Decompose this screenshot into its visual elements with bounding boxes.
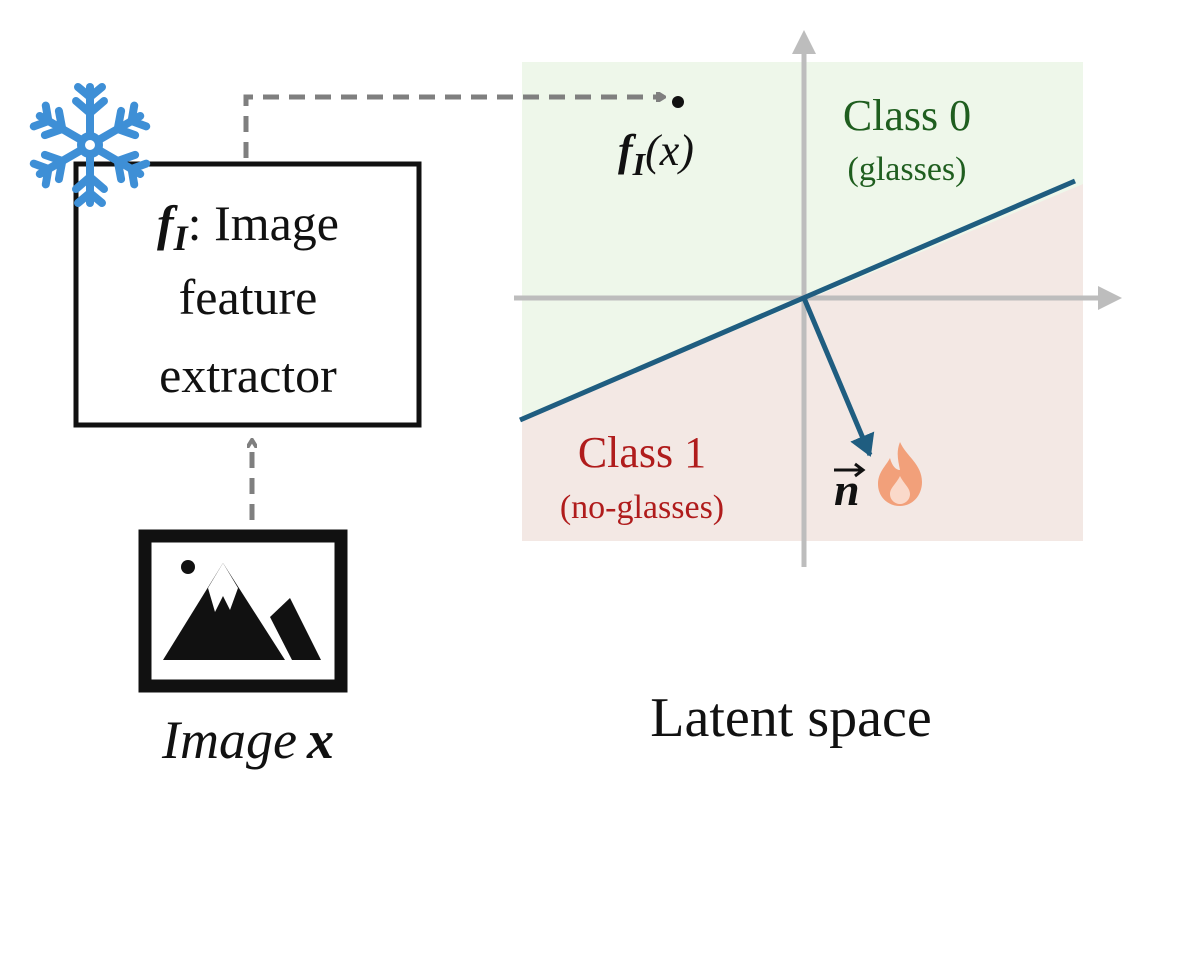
class0-subtitle: (glasses): [848, 151, 967, 188]
vector-overline-head: [854, 462, 866, 478]
image-caption-var: x: [306, 710, 334, 770]
y-axis-arrowhead: [792, 30, 816, 54]
feature-arg: (x): [645, 126, 694, 175]
extractor-sub: I: [173, 218, 190, 258]
decision-boundary: [519, 178, 1076, 423]
extractor-line1-rest: : Image: [188, 195, 339, 251]
flame-icon: [878, 442, 922, 506]
normal-vector-label: n: [834, 462, 866, 515]
x-axis-arrowhead: [1098, 286, 1122, 310]
snowflake-icon: [29, 83, 151, 207]
latent-space-caption: Latent space: [650, 687, 931, 749]
class0-title: Class 0: [843, 91, 971, 140]
image-caption-word: Image: [161, 710, 297, 770]
extractor-f: f: [157, 195, 178, 251]
extractor-line1: fI: Image: [157, 195, 339, 258]
image-icon-mountain-small: [270, 598, 321, 660]
image-icon-snowcap: [208, 563, 238, 612]
feature-f: f: [618, 126, 637, 175]
normal-vector-symbol: n: [834, 464, 860, 515]
feature-projection-arrow: [243, 97, 664, 158]
image-icon: [138, 529, 348, 693]
feature-extractor-box: [73, 161, 422, 428]
feature-point-label: fI(x): [618, 126, 694, 182]
extractor-line2: feature: [179, 269, 318, 325]
class1-title: Class 1: [578, 428, 706, 477]
class1-subtitle: (no-glasses): [560, 489, 724, 526]
latent-space-plane: [514, 30, 1122, 567]
feature-sub: I: [632, 146, 647, 182]
image-icon-sun: [181, 560, 195, 574]
extractor-line3: extractor: [159, 347, 337, 403]
normal-vector-arrow: [801, 297, 875, 457]
feature-point: [672, 96, 684, 108]
image-icon-mountain: [163, 563, 285, 660]
